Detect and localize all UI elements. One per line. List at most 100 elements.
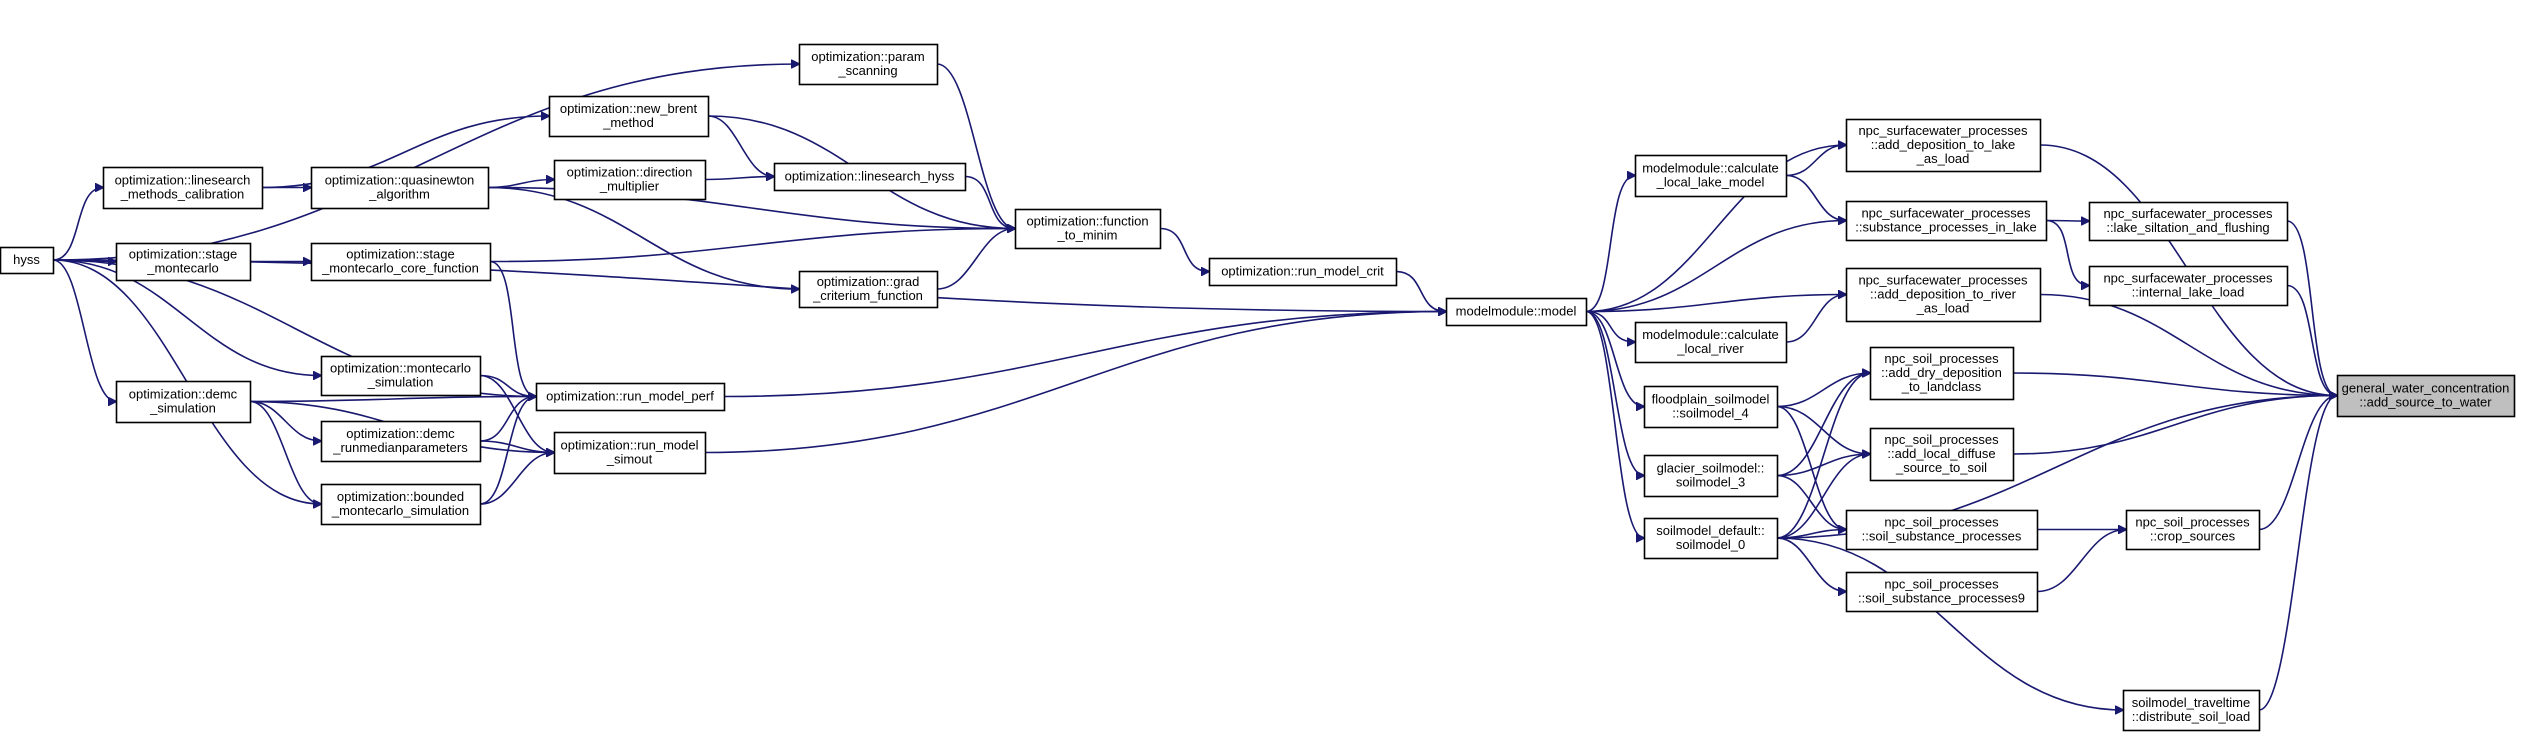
node-calc-river[interactable]: modelmodule::calculate_local_river <box>1634 321 1788 364</box>
node-label-line: optimization::stage <box>346 247 454 262</box>
node-run-simout[interactable]: optimization::run_model_simout <box>553 431 707 475</box>
node-dep-lake[interactable]: npc_surfacewater_processes::add_depositi… <box>1845 118 2042 173</box>
node-run-crit[interactable]: optimization::run_model_crit <box>1208 257 1398 287</box>
node-label-line: _as_load <box>1916 151 1970 166</box>
node-int-lake[interactable]: npc_surfacewater_processes::internal_lak… <box>2088 265 2289 307</box>
node-stage-core[interactable]: optimization::stage_montecarlo_core_func… <box>310 242 492 282</box>
node-label-line: soilmodel_3 <box>1676 475 1745 490</box>
node-label-line: npc_soil_processes <box>1884 351 1999 366</box>
node-label-line: npc_surfacewater_processes <box>2103 271 2273 286</box>
node-label-line: modelmodule::calculate <box>1642 161 1779 176</box>
node-ls-cal[interactable]: optimization::linesearch_methods_calibra… <box>102 166 264 210</box>
node-crop[interactable]: npc_soil_processes::crop_sources <box>2125 509 2261 551</box>
edge-calc_lake-to-sub_lake <box>1785 174 1846 221</box>
edge-fn_minim-to-run_crit <box>1159 227 1209 272</box>
node-run-perf[interactable]: optimization::run_model_perf <box>535 382 726 412</box>
node-model[interactable]: modelmodule::model <box>1445 297 1588 327</box>
node-grad[interactable]: optimization::grad_criterium_function <box>798 270 939 309</box>
edge-model-to-calc_lake <box>1585 176 1635 313</box>
node-box <box>2122 689 2261 732</box>
edge-sub_lake-to-lake_silt <box>2045 221 2089 222</box>
edge-def_soil0-to-local_diffuse <box>1776 454 1870 539</box>
node-label-line: optimization::demc <box>129 387 238 402</box>
node-label-line: npc_surfacewater_processes <box>1858 273 2028 288</box>
edge-ls_hyss-to-fn_minim <box>964 175 1015 229</box>
node-box <box>1643 517 1779 560</box>
node-label-line: _to_landclass <box>1901 379 1982 394</box>
edge-run_perf-to-model <box>723 312 1446 398</box>
edge-new_brent-to-ls_hyss <box>707 115 774 177</box>
node-quasinewton[interactable]: optimization::quasinewton_algorithm <box>310 166 490 210</box>
edge-local_diffuse-to-root <box>2012 396 2337 455</box>
node-soil-sub9[interactable]: npc_soil_processes::soil_substance_proce… <box>1845 571 2039 613</box>
node-fn-minim[interactable]: optimization::function_to_minim <box>1014 208 1162 250</box>
node-param-scan[interactable]: optimization::param_scanning <box>798 43 939 86</box>
node-label-line: ::soil_substance_processes9 <box>1858 591 2025 606</box>
node-label-line: ::add_local_diffuse <box>1887 446 1995 461</box>
node-label-line: optimization::montecarlo <box>330 361 471 376</box>
edge-sub_lake-to-int_lake <box>2045 219 2089 286</box>
edge-stage_core-to-run_perf <box>489 260 536 397</box>
edge-model-to-dep_river <box>1585 295 1846 313</box>
node-fp-soil4[interactable]: floodplain_soilmodel::soilmodel_4 <box>1643 385 1779 429</box>
node-label-line: optimization::demc <box>346 426 455 441</box>
node-distribute[interactable]: soilmodel_traveltime::distribute_soil_lo… <box>2122 689 2261 732</box>
node-root[interactable]: general_water_concentration::add_source_… <box>2336 374 2516 418</box>
node-demc-runmed[interactable]: optimization::demc_runmedianparameters <box>320 420 482 463</box>
node-label-line: _multiplier <box>599 179 660 194</box>
nodes-layer: hyss optimization::linesearch_methods_cal… <box>0 43 2516 732</box>
node-box <box>1014 208 1162 250</box>
node-label-line: ::lake_siltation_and_flushing <box>2106 220 2269 235</box>
edge-dep_river-to-root <box>2039 293 2337 396</box>
node-label-line: optimization::run_model <box>560 438 698 453</box>
node-label-line: _as_load <box>1916 301 1970 316</box>
edge-model-to-sub_lake <box>1585 221 1846 313</box>
node-label-line: soilmodel_traveltime <box>2132 695 2251 710</box>
node-direction[interactable]: optimization::direction_multiplier <box>553 159 707 201</box>
node-box <box>2088 265 2289 307</box>
node-sub-lake[interactable]: npc_surfacewater_processes::substance_pr… <box>1845 200 2048 242</box>
node-hyss[interactable]: hyss <box>0 246 55 275</box>
node-box <box>115 242 252 282</box>
node-box <box>320 420 482 463</box>
node-ls-hyss[interactable]: optimization::linesearch_hyss <box>773 162 967 192</box>
node-def-soil0[interactable]: soilmodel_default::soilmodel_0 <box>1643 517 1779 560</box>
node-dep-river[interactable]: npc_surfacewater_processes::add_depositi… <box>1845 267 2042 323</box>
node-box <box>320 483 482 526</box>
node-label-line: _method <box>602 115 654 130</box>
edge-demc_runmed-to-run_perf <box>479 397 536 442</box>
node-label-line: optimization::grad <box>817 274 920 289</box>
node-demc-sim[interactable]: optimization::demc_simulation <box>115 380 252 424</box>
node-stage-mc[interactable]: optimization::stage_montecarlo <box>115 242 252 282</box>
node-soil-sub[interactable]: npc_soil_processes::soil_substance_proce… <box>1845 509 2039 551</box>
node-label-line: _montecarlo_simulation <box>331 503 469 518</box>
node-local-diffuse[interactable]: npc_soil_processes::add_local_diffuse_so… <box>1869 427 2015 482</box>
node-calc-lake[interactable]: modelmodule::calculate_local_lake_model <box>1634 154 1788 198</box>
node-mc-sim[interactable]: optimization::montecarlo_simulation <box>320 355 482 397</box>
edge-crop-to-root <box>2258 396 2337 531</box>
node-dry-dep[interactable]: npc_soil_processes::add_dry_deposition_t… <box>1869 346 2015 401</box>
node-box <box>1845 571 2039 613</box>
node-label-line: _montecarlo <box>146 261 219 276</box>
node-box <box>1208 257 1398 287</box>
edge-quasinewton-to-direction <box>487 180 554 189</box>
node-label-line: _criterium_function <box>812 288 923 303</box>
edge-calc_lake-to-dep_lake <box>1785 145 1846 177</box>
node-bounded-mc[interactable]: optimization::bounded_montecarlo_simulat… <box>320 483 482 526</box>
edge-int_lake-to-root <box>2286 284 2337 396</box>
node-box <box>535 382 726 412</box>
edges-layer <box>52 64 2337 710</box>
edge-model-to-def_soil0 <box>1585 310 1644 539</box>
node-label-line: optimization::linesearch <box>115 173 251 188</box>
node-label-line: _local_river <box>1676 341 1744 356</box>
node-label-line: optimization::bounded <box>337 489 464 504</box>
node-new-brent[interactable]: optimization::new_brent_method <box>548 95 710 138</box>
edge-dry_dep-to-root <box>2012 372 2337 396</box>
node-label-line: _scanning <box>837 63 897 78</box>
node-box <box>1643 454 1779 498</box>
node-box <box>310 242 492 282</box>
edge-lake_silt-to-root <box>2286 220 2337 396</box>
node-lake-silt[interactable]: npc_surfacewater_processes::lake_siltati… <box>2088 201 2289 242</box>
node-gl-soil3[interactable]: glacier_soilmodel::soilmodel_3 <box>1643 454 1779 498</box>
